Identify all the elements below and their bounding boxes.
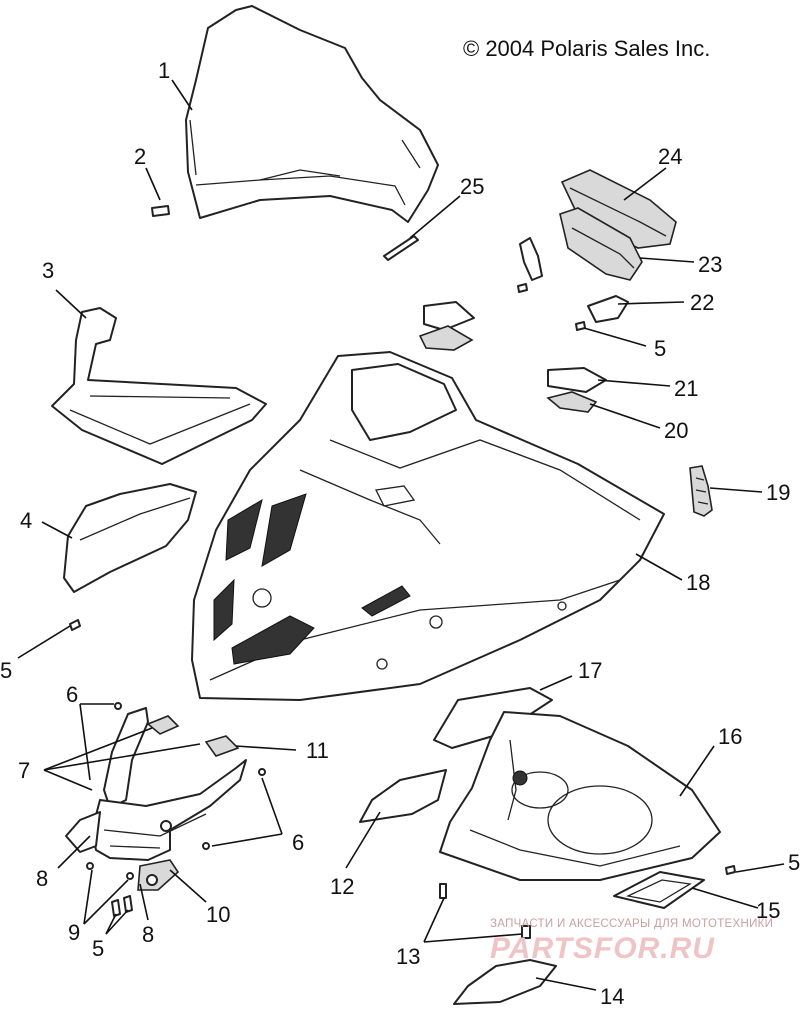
callout-19: 19 <box>766 480 790 505</box>
handle-part[interactable] <box>689 465 713 517</box>
callout-20: 20 <box>664 418 688 443</box>
watermark-tagline: ЗАПЧАСТИ И АКСЕССУАРЫ ДЛЯ МОТОТЕХНИКИ <box>490 918 774 930</box>
front-nose-part[interactable] <box>65 707 247 891</box>
callout-10: 10 <box>206 902 230 927</box>
callout-7: 7 <box>18 758 30 783</box>
callout-22: 22 <box>690 290 714 315</box>
watermark-logo: PARTSFOR.RU <box>490 932 715 965</box>
windshield-part[interactable] <box>185 5 439 223</box>
callout-24: 24 <box>658 144 682 169</box>
callout-18: 18 <box>686 570 710 595</box>
callout-11: 11 <box>306 738 329 763</box>
screw-part[interactable] <box>151 205 170 217</box>
callout-9: 9 <box>68 920 80 945</box>
callout-5-left: 5 <box>0 658 12 683</box>
leader-lines <box>17 79 785 991</box>
callout-6-right: 6 <box>292 830 304 855</box>
light-bulb-part[interactable] <box>146 715 240 757</box>
callout-labels: 1 2 3 4 5 5 5 5 6 6 7 8 8 9 10 11 12 13 … <box>0 58 800 1009</box>
callout-1: 1 <box>158 58 170 83</box>
callout-2: 2 <box>134 144 146 169</box>
callout-14: 14 <box>600 984 624 1009</box>
clip-part[interactable] <box>383 235 419 261</box>
callout-4: 4 <box>20 508 32 533</box>
bracket-part[interactable] <box>575 295 629 331</box>
belly-pan-part[interactable] <box>439 711 721 881</box>
callout-21: 21 <box>674 376 698 401</box>
callout-15: 15 <box>756 898 780 923</box>
switch-housing-part[interactable] <box>418 301 475 351</box>
side-panel-lower-part[interactable] <box>63 483 197 593</box>
hood-part[interactable] <box>191 351 665 701</box>
callout-3: 3 <box>42 258 54 283</box>
callout-25: 25 <box>460 174 484 199</box>
skid-plate-part[interactable] <box>453 959 557 1005</box>
foot-pad-part[interactable] <box>613 871 705 909</box>
callout-16: 16 <box>718 724 742 749</box>
lever-part[interactable] <box>546 391 598 413</box>
callout-8-left: 8 <box>36 866 48 891</box>
callout-8-right: 8 <box>142 922 154 947</box>
copyright-notice: © 2004 Polaris Sales Inc. <box>463 36 711 61</box>
callout-13: 13 <box>396 944 420 969</box>
side-panel-upper-part[interactable] <box>51 307 267 465</box>
callout-5-upper: 5 <box>654 336 666 361</box>
callout-23: 23 <box>698 252 722 277</box>
callout-6-left: 6 <box>66 682 78 707</box>
insulation-sheet-left-part[interactable] <box>359 769 447 823</box>
small-hardware-parts[interactable] <box>69 619 736 917</box>
callout-5-lower: 5 <box>92 936 104 961</box>
gauge-bracket-part[interactable] <box>517 237 543 293</box>
cover-part[interactable] <box>547 367 607 393</box>
callout-12: 12 <box>330 874 354 899</box>
callout-17: 17 <box>578 658 602 683</box>
gauge-bezel-part[interactable] <box>559 207 643 281</box>
callout-5-right: 5 <box>788 850 800 875</box>
